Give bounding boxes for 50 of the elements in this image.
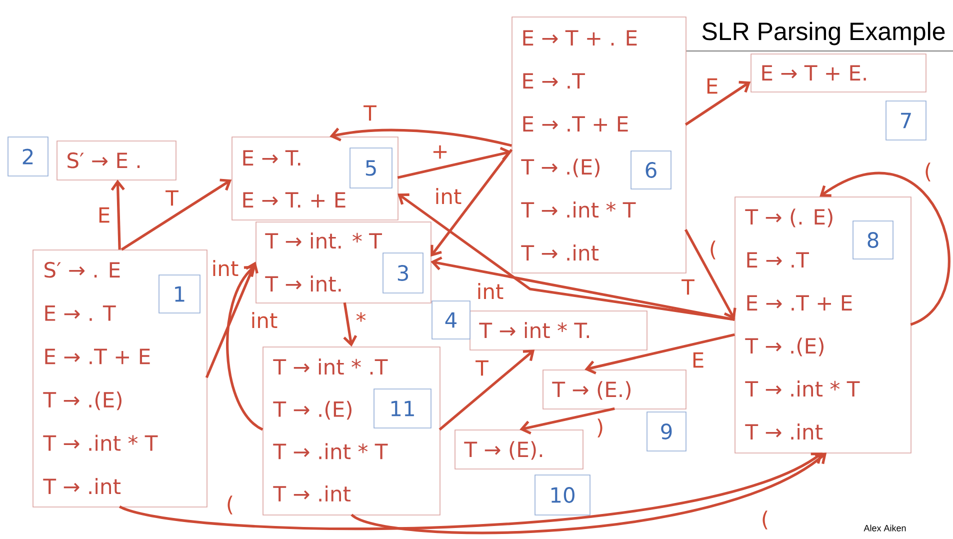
number-box: 1 <box>158 274 200 314</box>
arrow <box>684 80 751 126</box>
edge-label: ) <box>594 418 606 438</box>
state-box: T → (E). <box>454 430 584 470</box>
edge-label: E <box>690 351 706 369</box>
arrow <box>430 256 735 321</box>
state-box: E → T + E. <box>750 54 926 92</box>
arrow <box>520 407 615 434</box>
edge-label: T <box>362 104 378 122</box>
state-box: T → (E.) <box>542 370 686 410</box>
edge-label: ( <box>224 494 236 516</box>
number-box: 3 <box>382 252 424 294</box>
number-box: 10 <box>534 474 590 516</box>
number-box: 7 <box>886 100 926 140</box>
state-box: S′ → E . <box>56 140 176 180</box>
number-box: 5 <box>350 148 392 188</box>
arrow <box>119 452 823 530</box>
arrow <box>351 452 827 534</box>
number-box: 9 <box>646 412 686 452</box>
slide-title: SLR Parsing Example <box>686 22 953 52</box>
edge-label: int <box>249 311 279 329</box>
arrow <box>330 128 512 147</box>
arrow <box>226 266 264 431</box>
edge-label: T <box>680 278 696 296</box>
edge-label: + <box>430 144 450 160</box>
author-name: Alex Aiken <box>864 524 906 532</box>
arrow <box>397 146 512 179</box>
number-box: 8 <box>852 220 894 260</box>
arrow <box>120 178 232 251</box>
edge-label: T <box>474 359 490 377</box>
arrow <box>584 333 735 374</box>
edge-label: T <box>164 189 180 207</box>
edge-label: int <box>433 187 463 205</box>
arrow <box>430 148 513 257</box>
arrow <box>110 180 125 250</box>
edge-label: ( <box>760 510 770 530</box>
edge-label: * <box>354 311 368 329</box>
edge-label: ( <box>922 162 934 182</box>
arrow <box>820 172 950 326</box>
number-box: 6 <box>630 150 672 190</box>
number-box: 2 <box>8 136 48 176</box>
arrow <box>684 228 736 320</box>
edge-label: int <box>210 259 240 277</box>
edge-label: E <box>704 77 720 95</box>
edge-label: ( <box>708 240 718 260</box>
edge-label: int <box>475 282 505 300</box>
number-box: 4 <box>432 300 470 340</box>
number-box: 11 <box>374 388 432 428</box>
edge-label: E <box>96 206 112 224</box>
arrow <box>343 302 358 347</box>
